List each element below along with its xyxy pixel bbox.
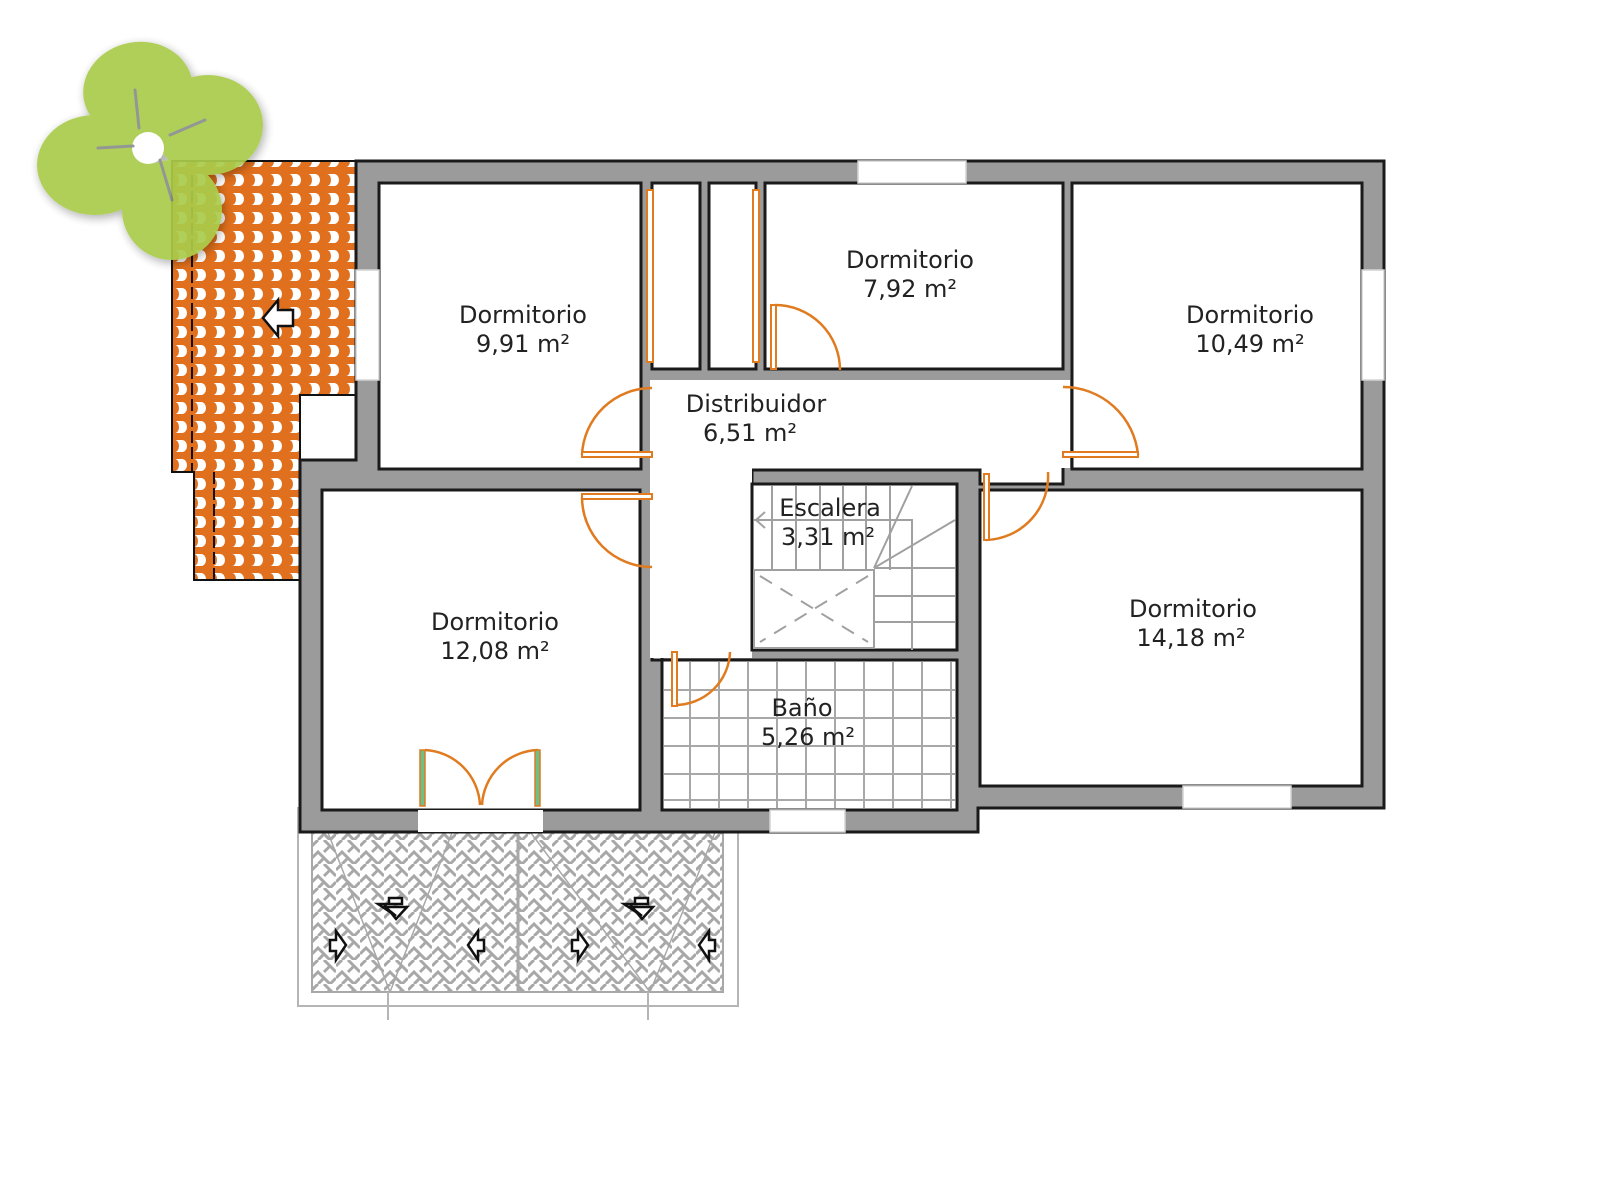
windows xyxy=(355,160,1385,833)
room-area-dormitorio-3: 10,49 m² xyxy=(1195,330,1304,358)
roof-slope-arrow-icon xyxy=(261,296,295,340)
window-top xyxy=(857,160,967,184)
room-name-dormitorio-1: Dormitorio xyxy=(459,301,587,329)
terrace-slope-arrow-icon xyxy=(373,896,410,921)
room-name-dormitorio-5: Dormitorio xyxy=(1129,595,1257,623)
room-name-bano: Baño xyxy=(771,694,832,722)
room-area-bano: 5,26 m² xyxy=(761,723,855,751)
room-area-dormitorio-2: 7,92 m² xyxy=(863,275,957,303)
window-bottom-right xyxy=(1182,785,1292,809)
room-name-dormitorio-3: Dormitorio xyxy=(1186,301,1314,329)
window-left xyxy=(355,269,380,381)
room-area-dormitorio-1: 9,91 m² xyxy=(476,330,570,358)
room-name-distribuidor: Distribuidor xyxy=(686,390,827,418)
room-area-distribuidor: 6,51 m² xyxy=(703,419,797,447)
terrace-slope-arrow-icon xyxy=(328,927,348,965)
room-area-dormitorio-5: 14,18 m² xyxy=(1136,624,1245,652)
bathroom-tiles xyxy=(664,662,955,808)
window-right xyxy=(1361,269,1385,381)
room-area-dormitorio-4: 12,08 m² xyxy=(440,637,549,665)
staircase xyxy=(753,485,956,650)
room-name-dormitorio-4: Dormitorio xyxy=(431,608,559,636)
terrace-slope-arrow-icon xyxy=(619,896,656,921)
room-name-dormitorio-2: Dormitorio xyxy=(846,246,974,274)
doors xyxy=(419,189,1140,807)
room-area-escalera: 3,31 m² xyxy=(781,523,875,551)
terrace-slope-arrow-icon xyxy=(466,927,486,965)
window-bathroom xyxy=(769,809,846,833)
terrace-slope-arrow-icon xyxy=(697,927,717,965)
green-flower-logo xyxy=(37,41,263,260)
room-name-escalera: Escalera xyxy=(779,494,881,522)
terrace xyxy=(297,807,739,1020)
terrace-slope-arrow-icon xyxy=(570,927,590,965)
tiled-roof xyxy=(171,160,357,581)
room-labels: Dormitorio 9,91 m² Dormitorio 7,92 m² Do… xyxy=(431,246,1314,751)
